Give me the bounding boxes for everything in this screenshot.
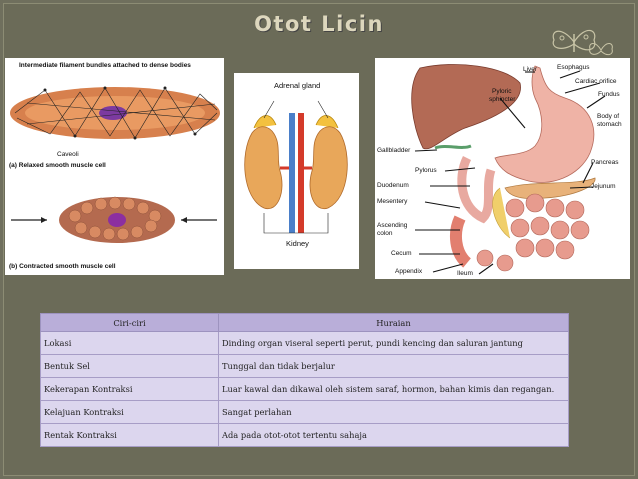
kidney-label: Kidney bbox=[286, 239, 309, 248]
adrenal-gland-label: Adrenal gland bbox=[274, 81, 321, 90]
label-body-of: Body of bbox=[597, 113, 620, 120]
header-ciri-ciri: Ciri-ciri bbox=[40, 313, 219, 332]
label-pancreas: Pancreas bbox=[591, 159, 619, 166]
label-jejunum: Jejunum bbox=[591, 183, 616, 190]
contracted-caption: (b) Contracted smooth muscle cell bbox=[9, 263, 116, 270]
table-row: Lokasi Dinding organ viseral seperti per… bbox=[40, 331, 569, 355]
row-value: Sangat perlahan bbox=[218, 400, 569, 424]
label-liver: Liver bbox=[523, 66, 538, 73]
label-fundus: Fundus bbox=[598, 91, 620, 98]
row-value: Tunggal dan tidak berjalur bbox=[218, 354, 569, 378]
caveoli-label: Caveoli bbox=[57, 151, 79, 158]
label-pyloric: Pyloric bbox=[492, 88, 512, 95]
label-colon: colon bbox=[377, 230, 393, 237]
label-stomach: stomach bbox=[597, 121, 622, 128]
filament-caption: Intermediate filament bundles attached t… bbox=[19, 62, 191, 69]
row-value: Luar kawal dan dikawal oleh sistem saraf… bbox=[218, 377, 569, 401]
row-label: Lokasi bbox=[40, 331, 219, 355]
table-row: Kekerapan Kontraksi Luar kawal dan dikaw… bbox=[40, 377, 569, 401]
label-appendix: Appendix bbox=[395, 268, 423, 275]
label-ascending: Ascending bbox=[377, 222, 408, 229]
relaxed-caption: (a) Relaxed smooth muscle cell bbox=[9, 162, 106, 169]
table-row: Rentak Kontraksi Ada pada otot-otot tert… bbox=[40, 423, 569, 447]
digestive-illustration bbox=[411, 64, 606, 275]
characteristics-table: Ciri-ciri Huraian Lokasi Dinding organ v… bbox=[40, 313, 569, 447]
kidney-illustration bbox=[244, 100, 348, 234]
muscle-cell-illustration bbox=[10, 86, 220, 243]
row-label: Rentak Kontraksi bbox=[40, 423, 219, 447]
label-pylorus: Pylorus bbox=[415, 167, 437, 174]
row-value: Dinding organ viseral seperti perut, pun… bbox=[218, 331, 569, 355]
row-value: Ada pada otot-otot tertentu sahaja bbox=[218, 423, 569, 447]
label-cardiac: Cardiac orifice bbox=[575, 78, 617, 85]
table-header-row: Ciri-ciri Huraian bbox=[40, 313, 569, 332]
kidney-figure: Adrenal gland Kidney bbox=[234, 73, 359, 269]
label-cecum: Cecum bbox=[391, 250, 412, 257]
table-row: Kelajuan Kontraksi Sangat perlahan bbox=[40, 400, 569, 424]
row-label: Kekerapan Kontraksi bbox=[40, 377, 219, 401]
table-row: Bentuk Sel Tunggal dan tidak berjalur bbox=[40, 354, 569, 378]
butterfly-icon bbox=[552, 29, 596, 52]
header-huraian: Huraian bbox=[218, 313, 569, 332]
smooth-muscle-figure: Intermediate filament bundles attached t… bbox=[5, 58, 224, 275]
digestive-system-figure: Liver Esophagus Cardiac orifice Fundus P… bbox=[375, 58, 630, 279]
small-butterfly-icon bbox=[589, 43, 613, 56]
label-gallbladder: Gallbladder bbox=[377, 147, 411, 154]
label-esophagus: Esophagus bbox=[557, 64, 590, 71]
slide-title: Otot Licin bbox=[254, 12, 384, 36]
label-sphincter: sphincter bbox=[489, 96, 516, 103]
row-label: Bentuk Sel bbox=[40, 354, 219, 378]
label-ileum: Ileum bbox=[457, 270, 473, 277]
row-label: Kelajuan Kontraksi bbox=[40, 400, 219, 424]
label-mesentery: Mesentery bbox=[377, 198, 408, 205]
label-duodenum: Duodenum bbox=[377, 182, 409, 189]
